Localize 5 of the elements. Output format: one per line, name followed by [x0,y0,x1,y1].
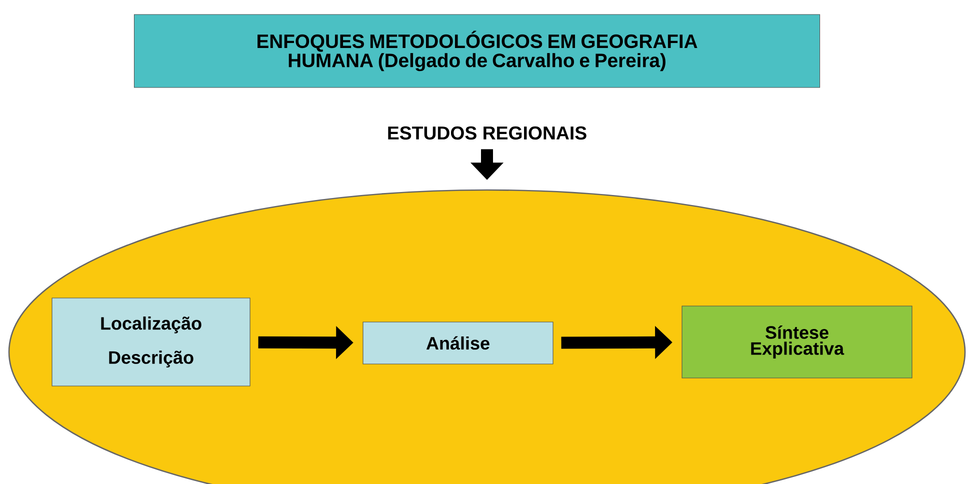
process-box: Análise [362,322,554,364]
process-box: Síntese Explicativa [682,306,912,378]
process-box: Localização Descrição [52,298,250,386]
heading-text: ESTUDOS REGIONAIS [388,126,586,140]
title-box: ENFOQUES METODOLÓGICOS EM GEOGRAFIA HUMANA (Delgado de Carvalho e Pereira) [134,14,820,88]
